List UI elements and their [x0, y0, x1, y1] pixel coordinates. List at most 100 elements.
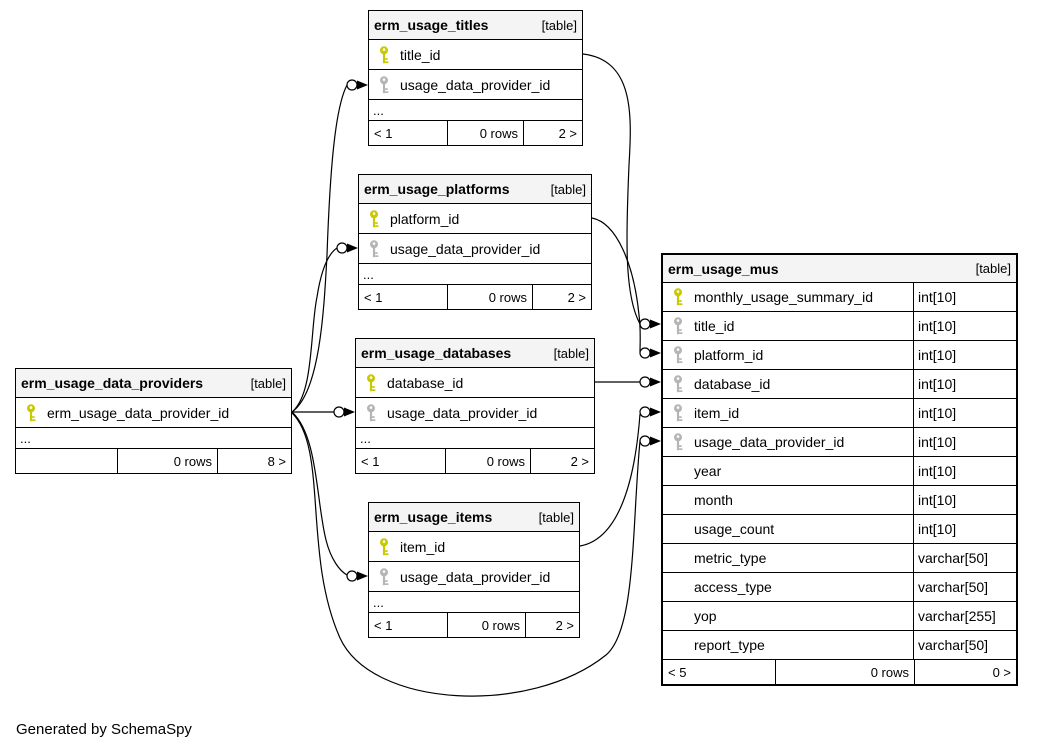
column-type: int[10] — [913, 428, 1016, 456]
column-name: month — [694, 492, 733, 508]
column-name: title_id — [400, 46, 441, 63]
primary-key-icon — [24, 403, 38, 422]
child-count: 2 > — [567, 289, 586, 305]
column-row-usage_data_provider_id: usage_data_provider_id — [369, 562, 579, 592]
primary-key-icon — [364, 373, 378, 392]
foreign-key-icon — [671, 375, 685, 393]
column-rows: database_id usage_data_provider_id — [356, 368, 594, 428]
primary-key-icon — [377, 45, 391, 64]
row-count: 0 rows — [448, 285, 533, 309]
table-erm_usage_mus[interactable]: erm_usage_mus [table] monthly_usage_summ… — [661, 253, 1018, 686]
column-type: int[10] — [913, 486, 1016, 514]
column-row-erm_usage_data_provider_id: erm_usage_data_provider_id — [16, 398, 291, 428]
foreign-key-icon — [364, 403, 378, 422]
column-rows: item_id usage_data_provider_id — [369, 532, 579, 592]
column-name: item_id — [400, 538, 446, 555]
column-row-metric_type: metric_type varchar[50] — [663, 544, 1016, 573]
table-header: erm_usage_platforms [table] — [359, 175, 591, 204]
column-name: metric_type — [694, 550, 767, 566]
column-row-monthly_usage_summary_id: monthly_usage_summary_id int[10] — [663, 283, 1016, 312]
more-columns-ellipsis: ... — [356, 428, 594, 449]
foreign-key-icon — [671, 317, 685, 335]
column-type: int[10] — [913, 370, 1016, 398]
column-type: int[10] — [913, 457, 1016, 485]
table-footer: < 1 0 rows 2 > — [356, 449, 594, 473]
generator-note: Generated by SchemaSpy — [16, 721, 192, 738]
column-name: item_id — [694, 405, 740, 421]
table-footer: < 1 0 rows 2 > — [359, 285, 591, 309]
foreign-key-icon — [367, 239, 381, 258]
table-header: erm_usage_titles [table] — [369, 11, 582, 40]
column-row-usage_data_provider_id: usage_data_provider_id — [356, 398, 594, 428]
column-row-usage_data_provider_id: usage_data_provider_id — [359, 234, 591, 264]
table-erm_usage_data_providers[interactable]: erm_usage_data_providers [table] erm_usa… — [15, 368, 292, 474]
table-type-badge: [table] — [553, 345, 589, 361]
child-count: 8 > — [267, 453, 286, 469]
table-type-badge: [table] — [250, 375, 286, 391]
column-row-month: month int[10] — [663, 486, 1016, 515]
more-columns-ellipsis: ... — [16, 428, 291, 449]
column-name: database_id — [694, 376, 771, 392]
table-type-badge: [table] — [550, 181, 586, 197]
table-type-badge: [table] — [538, 509, 574, 525]
table-name[interactable]: erm_usage_titles — [374, 17, 489, 33]
table-header: erm_usage_data_providers [table] — [16, 369, 291, 398]
column-name: report_type — [694, 637, 765, 653]
more-columns-ellipsis: ... — [369, 592, 579, 613]
primary-key-icon — [671, 288, 685, 306]
row-count: 0 rows — [448, 121, 524, 145]
column-name: database_id — [387, 374, 464, 391]
column-name: erm_usage_data_provider_id — [47, 404, 230, 421]
child-count: 2 > — [570, 453, 589, 469]
edge-databases-to-mus — [595, 376, 661, 388]
column-type: int[10] — [913, 399, 1016, 427]
column-rows: title_id usage_data_provider_id — [369, 40, 582, 100]
parent-count: < 1 — [359, 285, 448, 309]
table-erm_usage_items[interactable]: erm_usage_items [table] item_id usage_dat… — [368, 502, 580, 638]
foreign-key-icon — [671, 404, 685, 422]
table-name[interactable]: erm_usage_data_providers — [21, 375, 204, 391]
table-name[interactable]: erm_usage_platforms — [364, 181, 510, 197]
column-name: access_type — [694, 579, 772, 595]
table-name[interactable]: erm_usage_items — [374, 509, 493, 525]
table-name[interactable]: erm_usage_databases — [361, 345, 512, 361]
column-type: varchar[50] — [913, 573, 1016, 601]
column-row-database_id: database_id — [356, 368, 594, 398]
child-count: 2 > — [558, 125, 577, 141]
child-count: 2 > — [555, 617, 574, 633]
edge-platforms-to-mus — [591, 217, 661, 359]
table-header: erm_usage_databases [table] — [356, 339, 594, 368]
parent-count: < 5 — [663, 660, 776, 684]
parent-count: < 1 — [356, 449, 446, 473]
edge-data-providers-to-databases — [292, 406, 355, 418]
parent-count: < 1 — [369, 613, 448, 637]
table-name[interactable]: erm_usage_mus — [668, 260, 779, 277]
column-row-database_id: database_id int[10] — [663, 370, 1016, 399]
foreign-key-icon — [671, 346, 685, 364]
table-erm_usage_titles[interactable]: erm_usage_titles [table] title_id usage_d… — [368, 10, 583, 146]
table-header: erm_usage_items [table] — [369, 503, 579, 532]
column-row-title_id: title_id — [369, 40, 582, 70]
column-name: usage_data_provider_id — [400, 76, 551, 93]
column-name: usage_count — [694, 521, 775, 537]
column-name: monthly_usage_summary_id — [694, 289, 873, 305]
foreign-key-icon — [377, 567, 391, 586]
column-name: platform_id — [694, 347, 764, 363]
column-name: year — [694, 463, 722, 479]
column-type: varchar[255] — [913, 602, 1016, 630]
column-name: usage_data_provider_id — [387, 404, 538, 421]
column-row-item_id: item_id — [369, 532, 579, 562]
column-type: varchar[50] — [913, 544, 1016, 572]
column-row-item_id: item_id int[10] — [663, 399, 1016, 428]
column-rows: erm_usage_data_provider_id — [16, 398, 291, 428]
row-count: 0 rows — [776, 660, 915, 684]
column-name: title_id — [694, 318, 735, 334]
column-type: int[10] — [913, 283, 1016, 311]
table-footer: 0 rows 8 > — [16, 449, 291, 473]
table-footer: < 1 0 rows 2 > — [369, 121, 582, 145]
